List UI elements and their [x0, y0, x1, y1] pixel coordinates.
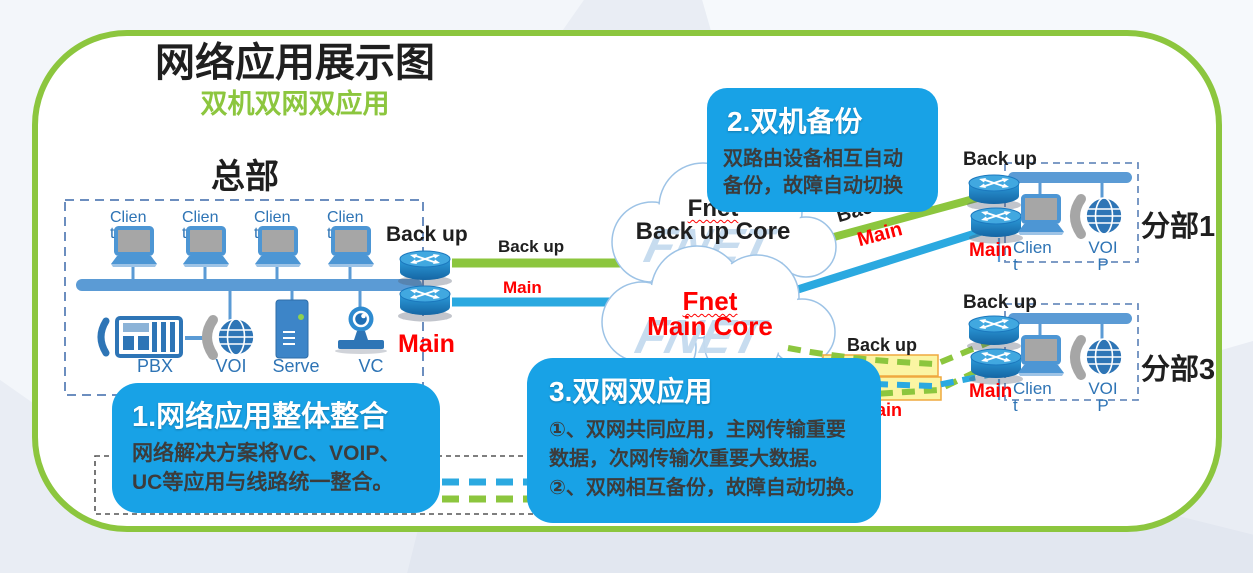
branch1-main-router-label: Main: [969, 240, 1013, 261]
server-icon: [275, 299, 309, 359]
branch1-voip-phone-icon: [1075, 198, 1122, 234]
callout-2-title: 2.双机备份: [727, 106, 863, 137]
branch1-name: 分部1: [1141, 211, 1216, 243]
pbx-label: PBX: [136, 356, 174, 376]
voi-label: VOI: [215, 356, 247, 376]
server-label: Serve: [272, 356, 320, 376]
client-label: Clien t: [254, 209, 291, 242]
branch3-backup-router-icon: [966, 315, 1022, 353]
main-cloud-name: Fnet: [682, 286, 738, 316]
hq-title: 总部: [211, 158, 279, 196]
fnet-watermark: FNET: [630, 311, 773, 364]
hq-backup-router-icon: [397, 250, 453, 288]
client-label: Clien t: [327, 209, 364, 242]
hq-main-router-label: Main: [398, 330, 455, 358]
vc-label: VC: [358, 356, 384, 376]
main-cloud-label: Fnet Main Core: [600, 286, 820, 341]
branch3-name: 分部3: [1141, 354, 1216, 386]
page-title: 网络应用展示图: [155, 41, 435, 85]
pbx-icon: [101, 318, 181, 356]
callout-1: 1.网络应用整体整合 网络解决方案将VC、VOIP、 UC等应用与线路统一整合。: [112, 383, 440, 513]
client-label: Clien t: [110, 209, 147, 242]
branch3-backup-dashed-link: [787, 336, 999, 368]
branch3-voip-label: VOI P: [1088, 379, 1118, 415]
branch3-client-laptop-icon: [1016, 335, 1066, 378]
branch1-backup-router-label: Back up: [963, 149, 1037, 170]
branch3-bus-bar: [1008, 313, 1132, 324]
callout-3: 3.双网双应用 ①、双网共同应用，主网传输重要 数据，次网传输次重要大数据。 ②…: [527, 358, 881, 523]
hq-backup-router-label: Back up: [386, 223, 468, 246]
callout-1-title: 1.网络应用整体整合: [132, 401, 389, 433]
branch3-main-router-label: Main: [969, 381, 1013, 402]
branch3-backup-router-label: Back up: [963, 292, 1037, 313]
callout-3-title: 3.双网双应用: [549, 376, 713, 407]
main-cloud-type: Main Core: [647, 311, 773, 341]
hq-main-router-icon: [397, 285, 453, 323]
voip-globe-icon: [207, 319, 254, 355]
branch1-client-label: Clien t: [1013, 238, 1052, 274]
branch3-voip-phone-icon: [1075, 339, 1122, 375]
branch1-main-link: [791, 221, 1004, 295]
branch1-voip-label: VOI P: [1088, 238, 1118, 274]
backup-cloud-type: Back up Core: [635, 218, 791, 245]
branch1-client-laptop-icon: [1016, 194, 1066, 237]
branch3-backup-dashed-link2: [857, 362, 992, 398]
callout-3-body: ①、双网共同应用，主网传输重要 数据，次网传输次重要大数据。 ②、双网相互备份，…: [549, 419, 866, 499]
branch1-bus-bar: [1008, 172, 1132, 183]
callout-2-body: 双路由设备相互自动 备份，故障自动切换: [723, 148, 903, 197]
hq-bus-bar: [76, 279, 422, 291]
client-label: Clien t: [182, 209, 219, 242]
branch1-backup-router-icon: [966, 174, 1022, 212]
vc-camera-icon: [333, 305, 389, 356]
branch3-backup-feed-label: Back up: [847, 335, 918, 355]
main-line-label: Main: [503, 278, 542, 297]
callout-1-body: 网络解决方案将VC、VOIP、 UC等应用与线路统一整合。: [132, 442, 401, 494]
page-subtitle: 双机双网双应用: [200, 89, 390, 119]
branch3-client-label: Clien t: [1013, 379, 1052, 415]
backup-line-label: Back up: [498, 237, 565, 256]
callout-2: 2.双机备份 双路由设备相互自动 备份，故障自动切换: [707, 88, 938, 212]
branch1-backup-link: [806, 190, 994, 248]
